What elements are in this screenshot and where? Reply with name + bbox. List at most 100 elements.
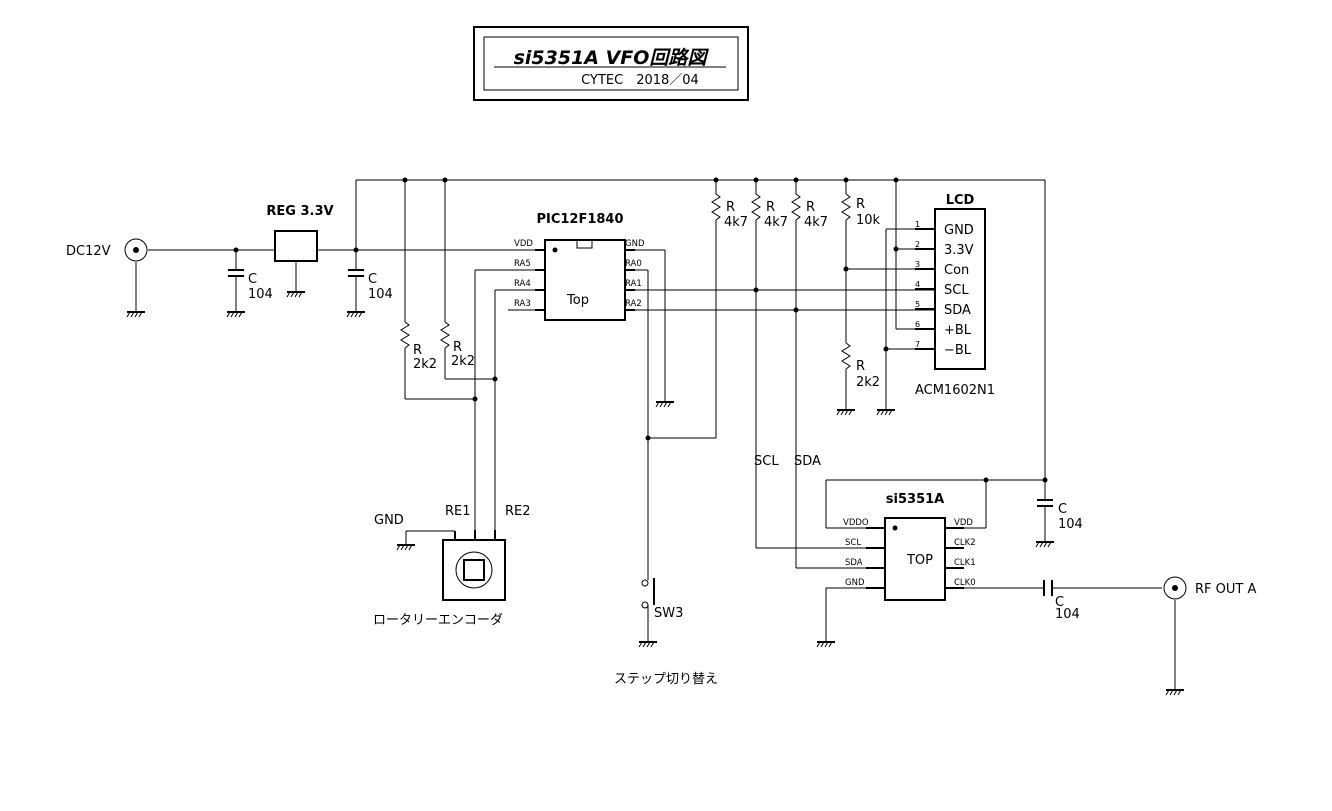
svg-text:C: C: [1058, 502, 1067, 517]
resistor-symbols: [400, 193, 851, 370]
pic-name: PIC12F1840: [536, 212, 623, 227]
svg-text:3: 3: [915, 260, 920, 269]
svg-text:1: 1: [915, 220, 920, 229]
svg-text:4k7: 4k7: [804, 215, 828, 230]
svg-text:2k2: 2k2: [451, 354, 475, 369]
svg-text:RA2: RA2: [625, 299, 642, 309]
lcd-pin-numbers: 1 2 3 4 5 6 7: [915, 220, 920, 349]
svg-text:C: C: [248, 272, 257, 287]
switch-name: SW3: [654, 606, 683, 621]
svg-text:104: 104: [1058, 517, 1083, 532]
svg-text:SCL: SCL: [845, 538, 861, 548]
ground-symbols: [126, 291, 1184, 696]
svg-text:CLK2: CLK2: [954, 538, 976, 548]
pic-pin-labels: VDD RA5 RA4 RA3 GND RA0 RA1 RA2: [514, 239, 645, 309]
ground-symbol: [226, 311, 245, 318]
title-block: si5351A VFO回路図 CYTEC 2018／04: [473, 26, 749, 101]
svg-text:GND: GND: [625, 239, 645, 249]
svg-text:C: C: [1055, 595, 1064, 610]
ground-symbol: [126, 311, 145, 318]
svg-text:10k: 10k: [856, 213, 881, 228]
regulator-label: REG 3.3V: [266, 204, 333, 219]
dc-input-jack: [124, 238, 148, 262]
ground-symbol: [816, 641, 835, 648]
svg-text:104: 104: [368, 287, 393, 302]
ground-symbol: [836, 409, 855, 416]
svg-text:4k7: 4k7: [724, 215, 748, 230]
svg-text:RA5: RA5: [514, 259, 531, 269]
svg-text:GND: GND: [845, 578, 865, 588]
title-main: si5351A VFO回路図: [514, 47, 710, 69]
ground-symbol: [1165, 689, 1184, 696]
ground-symbol: [638, 641, 657, 648]
svg-text:VDD: VDD: [514, 239, 533, 249]
ground-symbol: [1035, 541, 1054, 548]
si5351-pin-labels: VDDO SCL SDA GND VDD CLK2 CLK1 CLK0: [843, 518, 976, 588]
svg-text:6: 6: [915, 320, 920, 329]
encoder-re1-label: RE1: [445, 504, 471, 519]
encoder-label: ロータリーエンコーダ: [373, 613, 503, 628]
svg-text:2k2: 2k2: [856, 375, 880, 390]
svg-text:R: R: [856, 359, 865, 374]
pic-chip: [498, 239, 645, 321]
svg-text:−BL: −BL: [944, 343, 972, 358]
svg-text:R: R: [806, 200, 815, 215]
lcd-model: ACM1602N1: [915, 383, 995, 398]
rf-output-label: RF OUT A: [1195, 582, 1256, 597]
capacitor-labels: C 104 C 104 C 104 C 104: [248, 272, 1083, 622]
svg-text:RA0: RA0: [625, 259, 642, 269]
junctions: [233, 177, 1048, 483]
si5351-chip: [866, 517, 964, 601]
svg-text:RA4: RA4: [514, 279, 531, 289]
svg-text:104: 104: [1055, 607, 1080, 622]
sda-bus-label: SDA: [794, 454, 821, 469]
svg-text:SDA: SDA: [944, 303, 971, 318]
svg-text:SDA: SDA: [845, 558, 863, 568]
lcd-pin-labels: GND 3.3V Con SCL SDA +BL −BL: [944, 223, 974, 358]
svg-text:R: R: [453, 340, 462, 355]
resistor-labels: R 2k2 R 2k2 R 4k7 R 4k7 R 4k7 R 10k R 2k…: [413, 197, 881, 390]
svg-text:CLK0: CLK0: [954, 578, 976, 588]
svg-text:VDDO: VDDO: [843, 518, 869, 528]
svg-text:RA1: RA1: [625, 279, 642, 289]
si5351-name: si5351A: [886, 492, 944, 507]
svg-text:GND: GND: [944, 223, 974, 238]
encoder-re2-label: RE2: [505, 504, 531, 519]
svg-text:CLK1: CLK1: [954, 558, 976, 568]
regulator: [274, 230, 318, 262]
rf-output-jack: [1163, 576, 1187, 600]
svg-text:R: R: [726, 200, 735, 215]
svg-text:R: R: [766, 200, 775, 215]
svg-text:7: 7: [915, 340, 920, 349]
svg-text:+BL: +BL: [944, 323, 972, 338]
svg-text:RA3: RA3: [514, 299, 531, 309]
wires: [135, 179, 1176, 690]
si5351-top: TOP: [906, 553, 933, 568]
svg-text:SCL: SCL: [944, 283, 969, 298]
svg-text:C: C: [368, 272, 377, 287]
lcd-module: [915, 208, 986, 370]
svg-text:4k7: 4k7: [764, 215, 788, 230]
lcd-title: LCD: [946, 193, 975, 208]
ground-symbol: [655, 401, 674, 408]
svg-text:R: R: [413, 343, 422, 358]
ground-symbol: [346, 311, 365, 318]
svg-text:104: 104: [248, 287, 273, 302]
svg-text:4: 4: [915, 280, 920, 289]
encoder-gnd-label: GND: [374, 513, 404, 528]
dc-input-label: DC12V: [66, 244, 111, 259]
svg-text:5: 5: [915, 300, 920, 309]
svg-text:3.3V: 3.3V: [944, 243, 974, 258]
svg-text:2: 2: [915, 240, 920, 249]
rotary-encoder: [442, 530, 506, 601]
capacitor-symbols: [228, 269, 1053, 596]
svg-text:R: R: [856, 197, 865, 212]
switch-label: ステップ切り替え: [614, 672, 718, 687]
ground-symbol: [396, 544, 415, 551]
scl-bus-label: SCL: [754, 454, 779, 469]
svg-text:2k2: 2k2: [413, 357, 437, 372]
ground-symbol: [286, 291, 305, 298]
title-sub: CYTEC 2018／04: [581, 73, 699, 88]
svg-text:Con: Con: [944, 263, 969, 278]
